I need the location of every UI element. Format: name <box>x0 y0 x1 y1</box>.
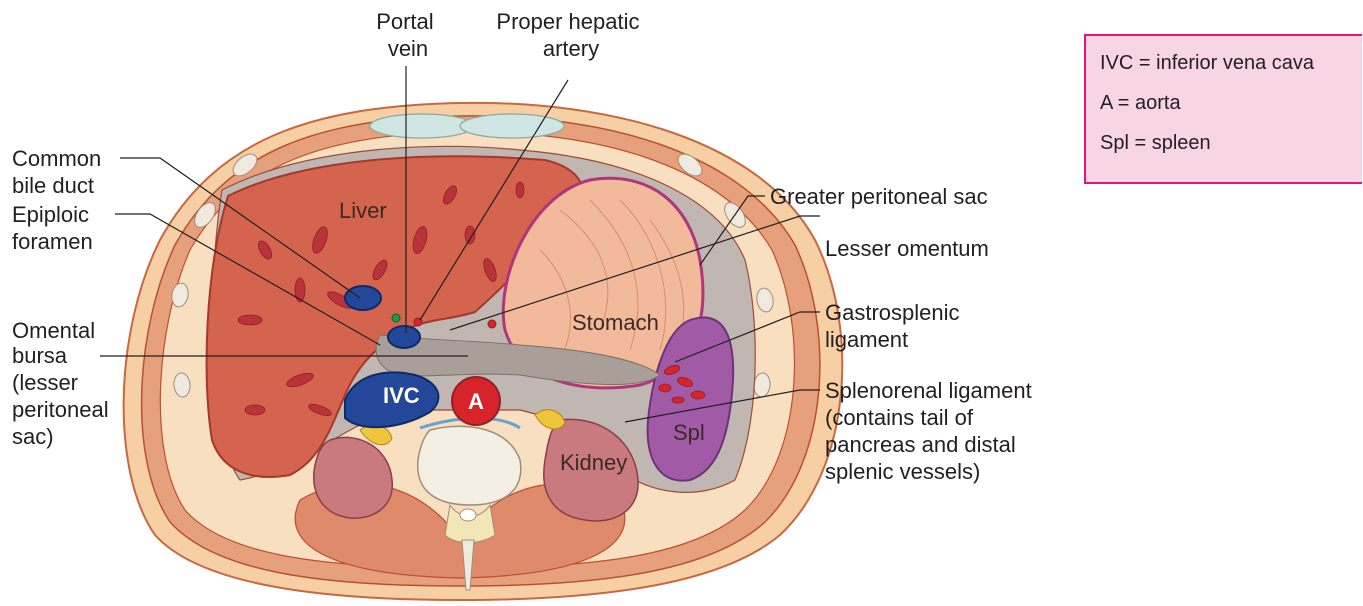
label-proper-hepatic-artery: Proper hepatic artery <box>496 9 645 61</box>
organ-aorta-label: A <box>468 389 484 414</box>
label-portal-vein: Portal vein <box>376 9 440 61</box>
label-common-bile-duct: Common bile duct <box>12 146 107 198</box>
label-greater-peritoneal-sac: Greater peritoneal sac <box>770 184 988 209</box>
organ-ivc-label: IVC <box>383 383 420 408</box>
label-epiploic-foramen: Epiploic foramen <box>12 202 95 254</box>
common-bile-duct-shape <box>345 286 381 310</box>
rectus-right <box>460 114 564 138</box>
rectus-left <box>370 114 474 138</box>
spinal-cord <box>460 509 476 521</box>
label-gastrosplenic-ligament: Gastrosplenic ligament <box>825 300 966 352</box>
label-omental-bursa: Omental bursa (lesser peritoneal sac) <box>12 318 115 449</box>
bile-duct-small <box>392 314 400 322</box>
organ-liver-label: Liver <box>339 198 387 223</box>
legend-item-ivc: IVC = inferior vena cava <box>1100 52 1314 75</box>
legend-box: IVC = inferior vena cava A = aorta Spl =… <box>1084 34 1362 184</box>
organ-kidney-label: Kidney <box>560 450 627 475</box>
portal-vein-shape <box>388 326 420 348</box>
organ-stomach-label: Stomach <box>572 310 659 335</box>
organ-spleen-label: Spl <box>673 420 705 445</box>
legend-item-aorta: A = aorta <box>1100 92 1181 115</box>
legend-item-spleen: Spl = spleen <box>1100 132 1211 155</box>
label-splenorenal-ligament: Splenorenal ligament (contains tail of p… <box>825 378 1038 484</box>
left-gastric-vessel <box>488 320 496 328</box>
label-lesser-omentum: Lesser omentum <box>825 236 989 261</box>
